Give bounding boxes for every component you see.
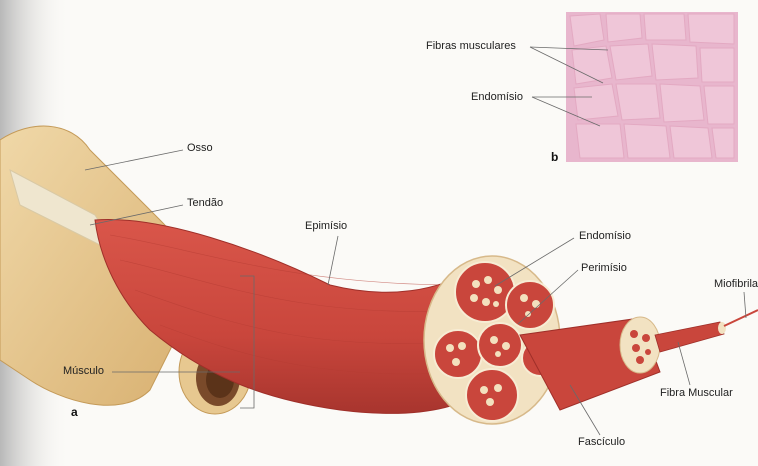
label-miofibrila: Miofibrila	[714, 278, 758, 290]
panel-letter-b: b	[551, 150, 558, 164]
histology-panel	[566, 12, 738, 162]
label-osso: Osso	[187, 142, 213, 154]
label-fasciculo: Fascículo	[578, 436, 625, 448]
label-endomisio: Endomísio	[579, 230, 631, 242]
label-perimisio: Perimísio	[581, 262, 627, 274]
label-endomisio-b: Endomísio	[471, 91, 523, 103]
label-fibras-musculares: Fibras musculares	[426, 40, 516, 52]
label-epimisio: Epimísio	[305, 220, 347, 232]
label-musculo: Músculo	[63, 365, 104, 377]
label-fibra-muscular: Fibra Muscular	[660, 387, 733, 399]
label-tendao: Tendão	[187, 197, 223, 209]
muscle-fiber-drawing	[655, 310, 758, 352]
panel-letter-a: a	[71, 405, 78, 419]
